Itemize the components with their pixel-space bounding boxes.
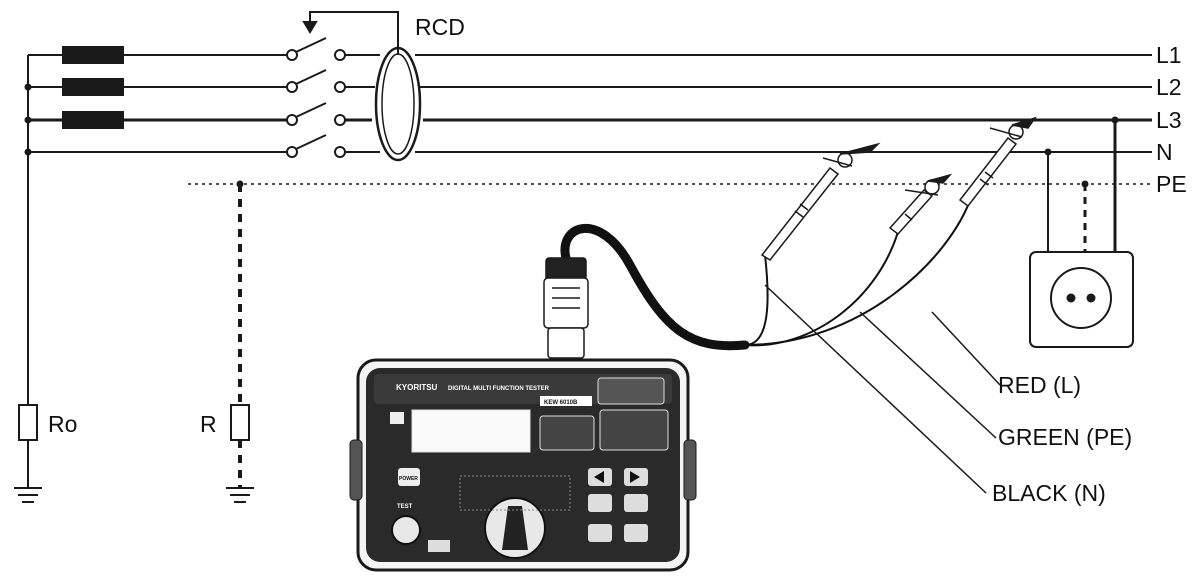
label-n: N <box>1156 139 1173 165</box>
label-l1: L1 <box>1156 42 1182 68</box>
resistor-ro <box>18 404 38 441</box>
label-black: BLACK (N) <box>992 480 1106 506</box>
fuse-l2 <box>62 78 124 96</box>
ground-r <box>226 487 254 503</box>
label-pe: PE <box>1156 171 1187 197</box>
junction-dots <box>24 83 1119 188</box>
probe-black <box>760 142 881 261</box>
rcd-core <box>374 46 422 162</box>
meter-brand: KYORITSU <box>396 383 438 392</box>
labels: RCD L1 L2 L3 N PE Ro R RED (L) GREEN (PE… <box>48 14 1187 506</box>
socket-wires <box>1047 120 1117 252</box>
pe-line <box>188 183 1152 488</box>
test-cable <box>560 194 973 351</box>
rcd-linkage <box>302 11 399 55</box>
meter-title: DIGITAL MULTI FUNCTION TESTER <box>448 386 550 392</box>
power-key-label: POWER <box>399 476 418 482</box>
rcd-switches <box>286 37 346 158</box>
label-l2: L2 <box>1156 74 1182 100</box>
ground-ro <box>14 487 42 503</box>
resistor-r <box>230 404 250 441</box>
label-ro: Ro <box>48 411 77 437</box>
test-knob <box>391 515 421 545</box>
label-l3: L3 <box>1156 107 1182 133</box>
label-r: R <box>200 411 217 437</box>
connector-plug <box>543 257 589 359</box>
fuse-l1 <box>62 46 124 64</box>
probe-red <box>958 116 1037 208</box>
label-rcd: RCD <box>415 14 465 40</box>
leader-lines <box>764 284 1001 494</box>
lcd-display <box>411 409 531 453</box>
socket-outlet <box>1029 251 1134 348</box>
label-red: RED (L) <box>998 372 1081 398</box>
tester-device: KYORITSU DIGITAL MULTI FUNCTION TESTER K… <box>349 257 697 572</box>
label-green: GREEN (PE) <box>998 424 1132 450</box>
test-label: TEST <box>397 504 413 510</box>
meter-model: KEW 6010B <box>544 400 578 406</box>
probe-green <box>888 173 953 236</box>
fuses <box>62 46 124 129</box>
fuse-l3 <box>62 111 124 129</box>
